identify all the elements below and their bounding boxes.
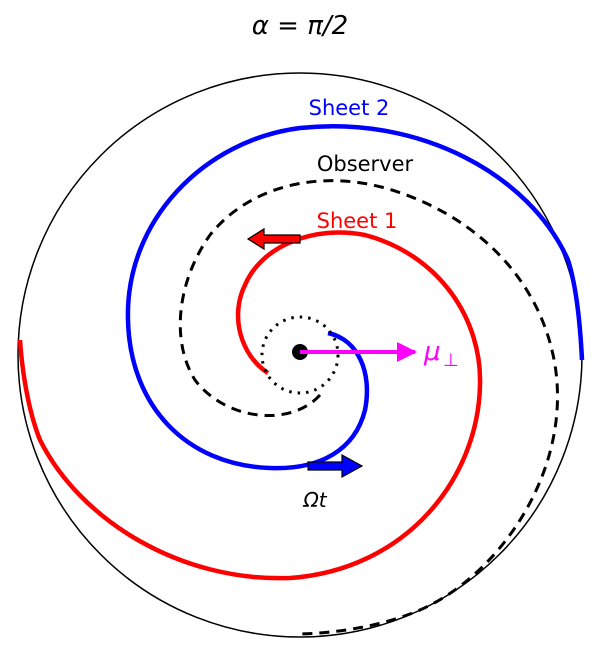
- sheet1-spiral: [17, 230, 483, 581]
- sheet2-spiral: [125, 124, 585, 471]
- diagram-title: α = π/2: [252, 11, 348, 41]
- inner-dotted-circle: [260, 315, 340, 395]
- mu-perp-label: μ: [423, 337, 441, 367]
- omega-t-label: Ωt: [302, 488, 327, 512]
- sheet2-rotation-arrow: [307, 453, 364, 479]
- sheet1-rotation-arrow: [246, 227, 301, 251]
- observer-label: Observer: [317, 152, 414, 176]
- sheet1-label: Sheet 1: [317, 209, 398, 233]
- observer-spiral: [178, 179, 559, 636]
- mu-perp-subscript: ⊥: [443, 350, 459, 371]
- sheet2-label: Sheet 2: [309, 96, 390, 120]
